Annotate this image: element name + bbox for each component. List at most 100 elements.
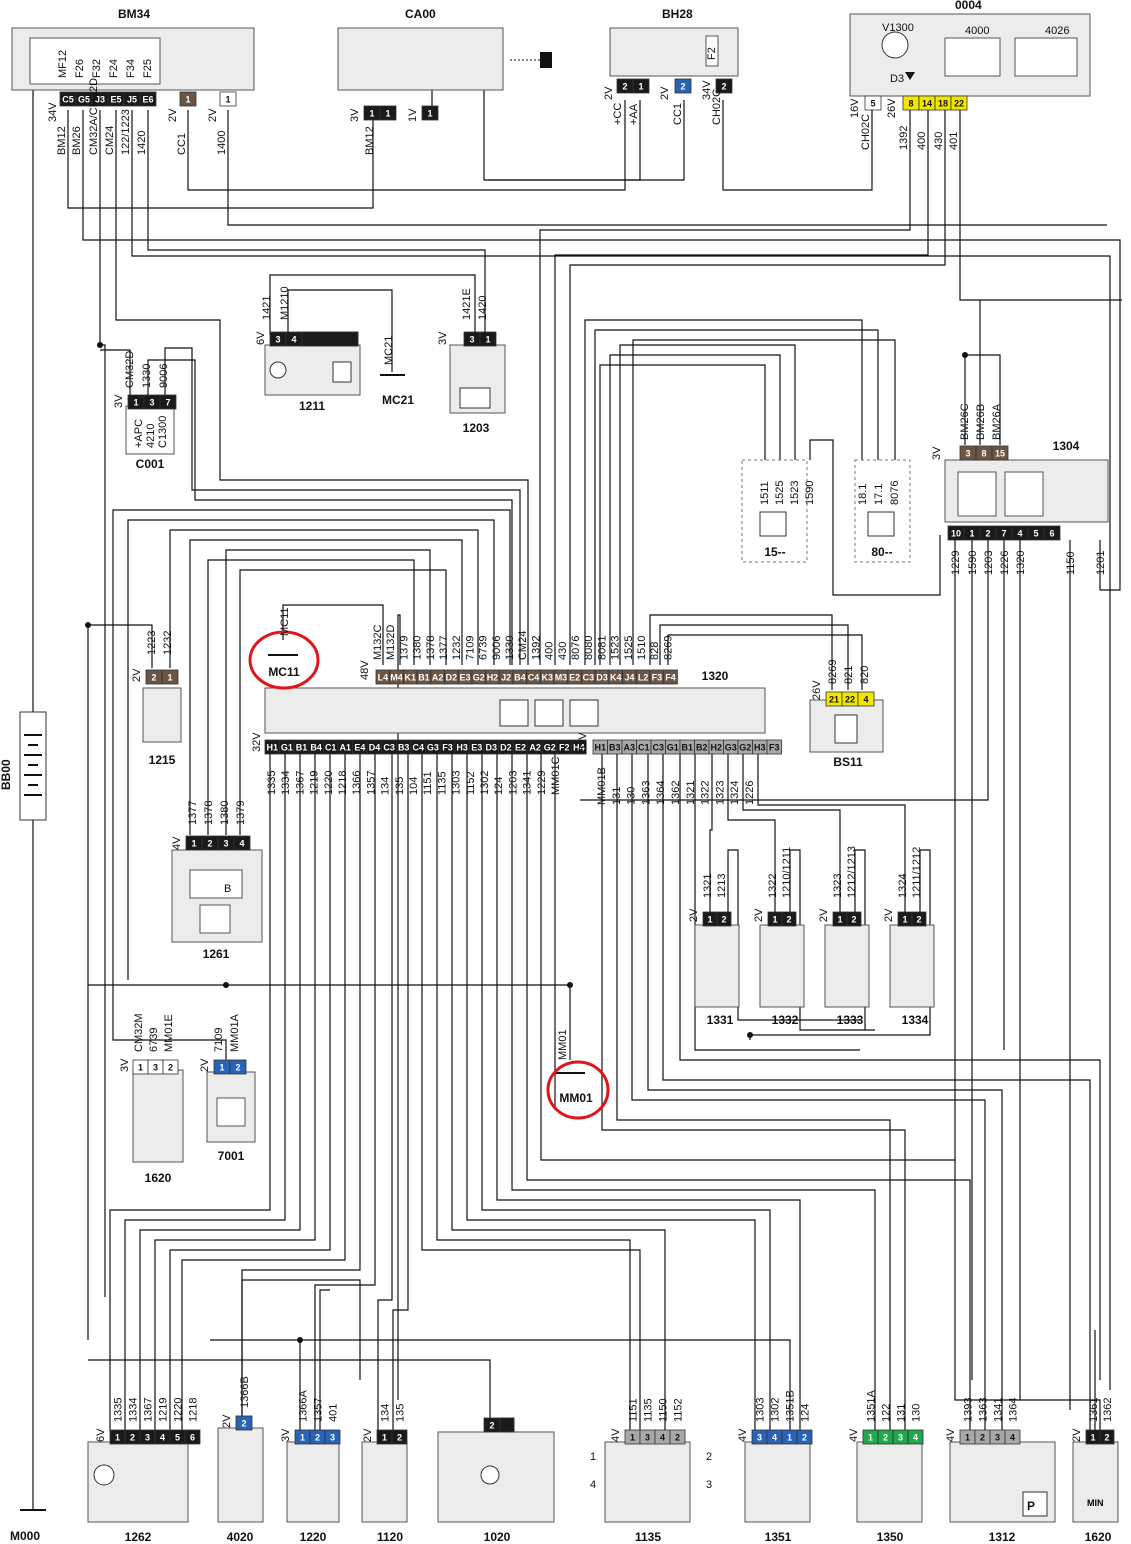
c1320-top-conn-pin: J2: [501, 673, 511, 683]
c1320-bottom2-conn-pin: B2: [696, 743, 708, 753]
bh28-conn1-pin: 2: [622, 82, 627, 92]
c1304-bottom-conn-pin: 4: [1017, 529, 1022, 539]
c1220-way: 3V: [280, 1428, 292, 1442]
c1320-bottom1-conn-pin: F3: [442, 743, 453, 753]
c1304-bottom-conn-pin: 5: [1033, 529, 1038, 539]
c1351-conn-pin-cell: [796, 1429, 813, 1445]
c1261-sensor-label: B: [224, 883, 231, 895]
c1320-bottom1-wire-label: 1151: [422, 771, 434, 795]
c1320-top-wire-label: 828: [649, 642, 661, 660]
bh28-wire-label: CH02C: [711, 89, 723, 125]
battery-label: BB00: [0, 759, 13, 790]
c1304-bottom-conn-pin: 6: [1049, 529, 1054, 539]
c1304-top-wire-label: BM26A: [991, 403, 1003, 440]
c1203-wire-label: 1420: [477, 296, 489, 320]
c001-inner-label: +APC: [133, 419, 145, 448]
c1203-conn-pin: 1: [485, 335, 490, 345]
bm34-conn2-pin-cell: [179, 91, 197, 107]
bm34-conn1-pin: J5: [127, 95, 137, 105]
c1334-conn-pin-cell: [911, 911, 927, 927]
bm34-wire-label: CM32A/CM32D: [88, 78, 100, 155]
park-badge: [1022, 1491, 1048, 1517]
c1261-wire-label: 1379: [235, 801, 247, 825]
c1332-conn-pin: 2: [786, 915, 791, 925]
c7001-label: 7001: [218, 1149, 245, 1163]
c1320-top-conn-pin: A2: [432, 673, 444, 683]
c1331-conn-pin: 1: [707, 915, 712, 925]
c1215-way: 2V: [131, 668, 143, 682]
bh28-conn3-way: 34V: [701, 80, 713, 100]
c1351-wire-label: 1302: [770, 1398, 782, 1422]
c1320-bottom1-wire-label: 1357: [365, 771, 377, 795]
c7001-conn-pin-cell: [229, 1059, 247, 1075]
c1135-way: 4V: [610, 1428, 622, 1442]
c1320-bottom1-wire-label: 1367: [294, 771, 306, 795]
c1262-conn-pin: 2: [130, 1433, 135, 1443]
bm34-fuse-label: F25: [142, 59, 154, 78]
bh28-conn2-pin: 2: [680, 82, 685, 92]
c1211-wire-label: 1421: [261, 296, 273, 320]
c1351-way: 4V: [737, 1428, 749, 1442]
c1351-conn-pin: 4: [772, 1433, 777, 1443]
c1320-bottom1-conn-pin: C4: [413, 743, 425, 753]
c1350-conn-pin: 1: [868, 1433, 873, 1443]
c1332-conn-pin-cell: [781, 911, 797, 927]
c1332-wire-label: 1210/1211: [781, 847, 793, 898]
c1320-bottom1-conn-pin: E2: [515, 743, 526, 753]
c0004-conn2-pin: 14: [922, 99, 932, 109]
bs11-conn-pin: 22: [845, 695, 855, 705]
c1262-conn-pin: 3: [145, 1433, 150, 1443]
junction-dots: [85, 342, 968, 1343]
c0004-wire-label: 400: [916, 132, 928, 150]
c1262-wire-label: 1367: [143, 1398, 155, 1422]
c1351-wire-label: 1351B: [785, 1390, 797, 1422]
pump-motor-icon: [269, 361, 287, 379]
c7001-conn-pin: 1: [219, 1063, 224, 1073]
c1320-bottom1-wire-label: 1203: [507, 771, 519, 795]
c1620b-wire-label: 1362: [1102, 1398, 1114, 1422]
c1304-bottom-conn-pin-cell: [1043, 525, 1061, 541]
mc21-wire-label: MC21: [383, 336, 395, 365]
c1320-top-conn-pin: K1: [404, 673, 416, 683]
c1320-top-conn-pin: L2: [638, 673, 649, 683]
c1320-bottom2-conn-pin: G2: [739, 743, 751, 753]
c0004-wire-label: CH02C: [860, 114, 872, 150]
c0004-label: 0004: [955, 0, 982, 12]
c1320-top-wire-label: 400: [544, 642, 556, 660]
c1320-top-wire-label: 1525: [623, 636, 635, 660]
c1312-conn-pin: 1: [965, 1433, 970, 1443]
ca00-conn2-pin-cell: [421, 105, 439, 121]
c1350-way: 4V: [848, 1428, 860, 1442]
c1262-wire-label: 1220: [173, 1398, 185, 1422]
c1620a-conn-pin-cell: [162, 1059, 179, 1075]
c1312-wire-label: 1363: [978, 1398, 990, 1422]
c1320-bottom1-conn-pin: D2: [500, 743, 512, 753]
bm34-fuse-label: F26: [74, 59, 86, 78]
c001-box: [125, 405, 175, 455]
c1215-conn-pin: 2: [151, 673, 156, 683]
c1304-way: 3V: [931, 446, 943, 460]
c1350-wire-label: 131: [896, 1404, 908, 1422]
c1262-conn-pin: 5: [175, 1433, 180, 1443]
alternator-icon: [480, 1465, 500, 1485]
c1331-conn-pin-cell: [716, 911, 732, 927]
c1262-conn-pin: 6: [190, 1433, 195, 1443]
c1320-bottom1-conn-pin: A1: [340, 743, 352, 753]
c1320-top-wire-label: 430: [557, 642, 569, 660]
c0004-conn2-pin-cell: [950, 95, 968, 111]
c1320-top-conn-pin: K4: [610, 673, 622, 683]
c1203-label: 1203: [463, 421, 490, 435]
c1350-conn-pin: 4: [913, 1433, 918, 1443]
c1320-top-wire-label: 1380: [412, 636, 424, 660]
c1320-bottom2-wire-label: MM01B: [596, 767, 608, 805]
c1211-wire-label: M1210: [279, 286, 291, 320]
c1320-top-conn-pin: B1: [418, 673, 430, 683]
wire-network: [32, 28, 1122, 1510]
c001-conn-pin: 3: [149, 398, 154, 408]
c1215-box: [142, 687, 182, 743]
c1320-top-conn-pin: E2: [569, 673, 580, 683]
mc21-label: MC21: [382, 393, 414, 407]
c1320-bottom1-wire-label: 1152: [465, 771, 477, 795]
c0004-box: 0004: [849, 0, 1091, 97]
c1320-bottom2-conn-pin: H2: [710, 743, 722, 753]
